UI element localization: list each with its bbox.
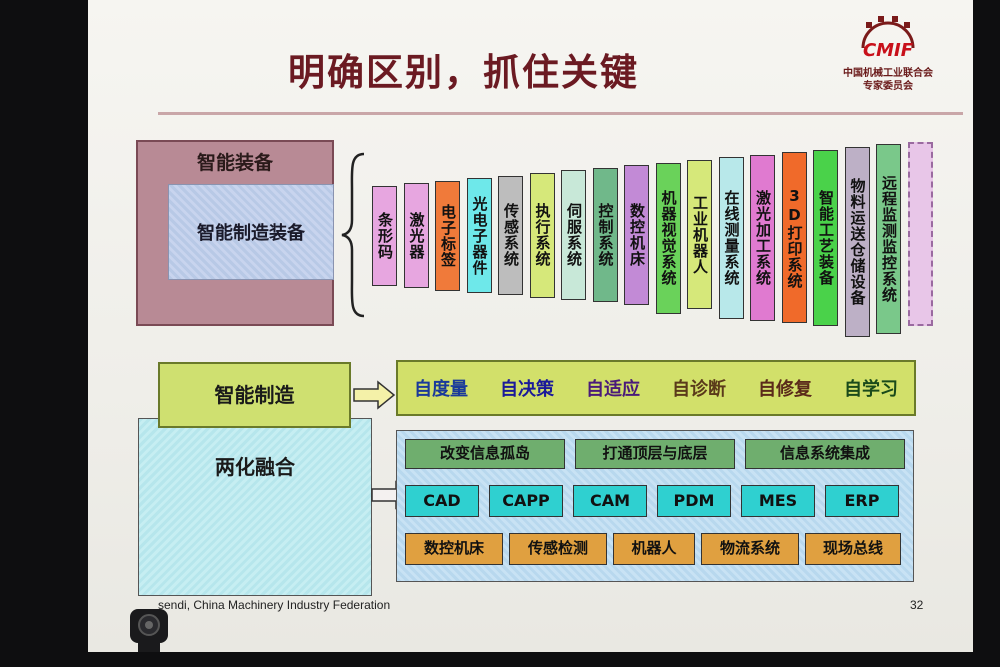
chip-cad: CAD [405, 485, 479, 517]
title-divider [158, 112, 963, 115]
equipment-column: 条形码 [372, 186, 397, 286]
equipment-column: 激光器 [403, 183, 429, 289]
equipment-column [907, 141, 933, 326]
chip-robot: 机器人 [613, 533, 695, 565]
equipment-column-label: 在线测量系统 [722, 190, 741, 287]
curly-brace-icon [341, 152, 365, 318]
logo-line-2: 专家委员会 [863, 81, 913, 92]
equipment-column-label: 伺服系统 [565, 203, 583, 268]
equipment-column-label: 光电子器件 [470, 195, 489, 276]
chip-top-bottom: 打通顶层与底层 [575, 439, 735, 469]
chip-capp: CAPP [489, 485, 563, 517]
arrow-right-icon [353, 380, 396, 410]
equipment-column-label: 控制系统 [596, 203, 615, 268]
equipment-column-label: 激光加工系统 [754, 189, 772, 286]
equipment-column: 电子标签 [435, 180, 460, 291]
self-item: 自适应 [586, 379, 640, 400]
self-capabilities-bar: 自度量 自决策 自适应 自诊断 自修复 自学习 [396, 360, 916, 416]
equipment-column-label: 电子标签 [439, 203, 457, 268]
page-number: 32 [910, 598, 924, 612]
equipment-column-label: 远程监测监控系统 [880, 175, 898, 304]
self-item: 自修复 [758, 379, 812, 400]
equipment-column: 传感系统 [498, 175, 523, 296]
gear-logo-icon: CMIF [861, 16, 915, 61]
chip-erp: ERP [825, 485, 899, 517]
equipment-column-label: 工业机器人 [691, 194, 709, 275]
integration-layers-box: 改变信息孤岛 打通顶层与底层 信息系统集成 CAD CAPP CAM PDM M… [396, 430, 914, 582]
equipment-column: 激光加工系统 [750, 154, 775, 322]
camera-device-icon [130, 609, 168, 653]
equipment-column: 数控机床 [624, 165, 649, 305]
equipment-column: 控制系统 [592, 167, 618, 303]
chip-fieldbus: 现场总线 [805, 533, 901, 565]
intelligent-equipment-box: 智能装备 智能制造装备 [136, 140, 334, 326]
equipment-column-label: 3D打印系统 [785, 186, 804, 289]
intelligent-manufacturing-equipment-box: 智能制造装备 [168, 184, 334, 280]
chip-pdm: PDM [657, 485, 731, 517]
two-integration-label: 两化融合 [215, 455, 295, 479]
equipment-column-label: 智能工艺装备 [817, 189, 835, 286]
logo-mark-text: CMIF [863, 40, 914, 61]
equipment-column: 物料运送仓储设备 [844, 147, 870, 337]
equipment-column: 远程监测监控系统 [876, 144, 901, 335]
equipment-column-label: 机器视觉系统 [659, 190, 678, 287]
slide-footer: sendi, China Machinery Industry Federati… [158, 598, 391, 612]
two-integration-box: 两化融合 [138, 418, 372, 596]
equipment-column-label: 物料运送仓储设备 [848, 178, 867, 306]
chip-cnc: 数控机床 [405, 533, 503, 565]
equipment-column-label: 数控机床 [628, 202, 646, 267]
smart-manufacturing-label: 智能制造 [158, 362, 351, 428]
chip-cam: CAM [573, 485, 647, 517]
chip-info-island: 改变信息孤岛 [405, 439, 565, 469]
presentation-slide: 明确区别，抓住关键 CMIF 中国机械工业联合会 专家委员会 智能装备 智能制造… [88, 0, 973, 652]
equipment-column-label: 条形码 [376, 212, 394, 260]
self-item: 自决策 [500, 379, 554, 400]
equipment-column: 伺服系统 [561, 170, 586, 301]
intelligent-equipment-label: 智能装备 [196, 152, 273, 174]
equipment-column: 光电子器件 [466, 178, 492, 293]
self-item: 自度量 [414, 379, 468, 400]
self-item: 自诊断 [672, 379, 726, 400]
chip-system-integration: 信息系统集成 [745, 439, 905, 469]
equipment-column-label: 激光器 [407, 211, 426, 260]
equipment-column-label: 传感系统 [502, 203, 520, 268]
chip-logistics: 物流系统 [701, 533, 799, 565]
chip-sensing: 传感检测 [509, 533, 607, 565]
equipment-column: 3D打印系统 [781, 152, 807, 324]
projector-bottom-edge [0, 652, 1000, 667]
equipment-column: 智能工艺装备 [813, 149, 838, 326]
self-item: 自学习 [844, 379, 898, 400]
chip-mes: MES [741, 485, 815, 517]
equipment-column-label: 执行系统 [533, 203, 552, 268]
logo-line-1: 中国机械工业联合会 [843, 68, 933, 79]
equipment-column: 工业机器人 [687, 160, 712, 310]
intelligent-manufacturing-equipment-label: 智能制造装备 [197, 223, 305, 244]
equipment-column: 执行系统 [529, 173, 555, 298]
slide-title: 明确区别，抓住关键 [288, 51, 639, 94]
equipment-column: 在线测量系统 [718, 157, 744, 319]
equipment-column: 机器视觉系统 [655, 162, 681, 315]
cmif-logo: CMIF 中国机械工业联合会 专家委员会 [833, 14, 943, 94]
